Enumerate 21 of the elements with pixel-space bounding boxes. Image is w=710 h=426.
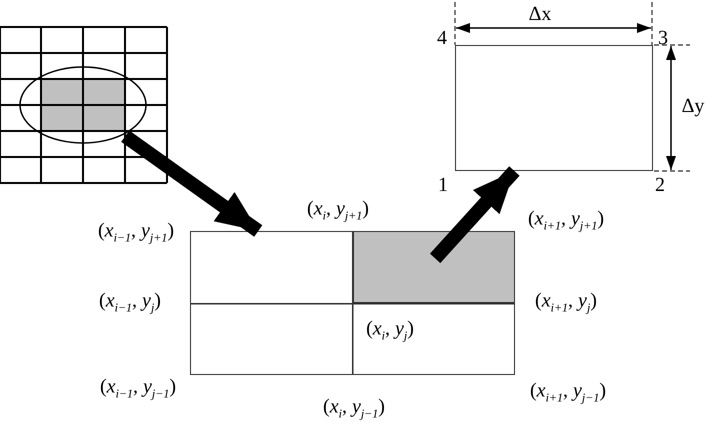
dimension-label: Δx	[528, 4, 552, 24]
dimension-label: Δy	[682, 96, 704, 116]
corner-number: 1	[438, 175, 448, 195]
coordinate-label: (x$_{i+1}$, y$_{j−1}$)	[530, 380, 606, 404]
coordinate-label: (x$_{i}$, y$_{j}$)	[366, 318, 414, 342]
cell-box	[455, 45, 653, 171]
coordinate-label: (x$_{i+1}$, y$_{j+1}$)	[528, 208, 604, 232]
corner-number: 3	[658, 28, 668, 48]
coordinate-label: (x$_{i−1}$, y$_{j}$)	[99, 290, 161, 314]
arrow	[430, 166, 520, 264]
arrow	[121, 130, 262, 237]
corner-number: 2	[655, 175, 665, 195]
cell-box	[352, 232, 514, 303]
grid-drawing	[0, 27, 167, 183]
coordinate-label: (x$_{i+1}$, y$_{j}$)	[535, 290, 597, 314]
grid-block	[190, 231, 515, 375]
coordinate-label: (x$_{i}$, y$_{j−1}$)	[323, 396, 385, 420]
coordinate-label: (x$_{i−1}$, y$_{j+1}$)	[98, 220, 174, 244]
coordinate-label: (x$_{i−1}$, y$_{j−1}$)	[100, 376, 176, 400]
coordinate-label: (x$_{i}$, y$_{j+1}$)	[307, 198, 369, 222]
corner-number: 4	[437, 28, 447, 48]
